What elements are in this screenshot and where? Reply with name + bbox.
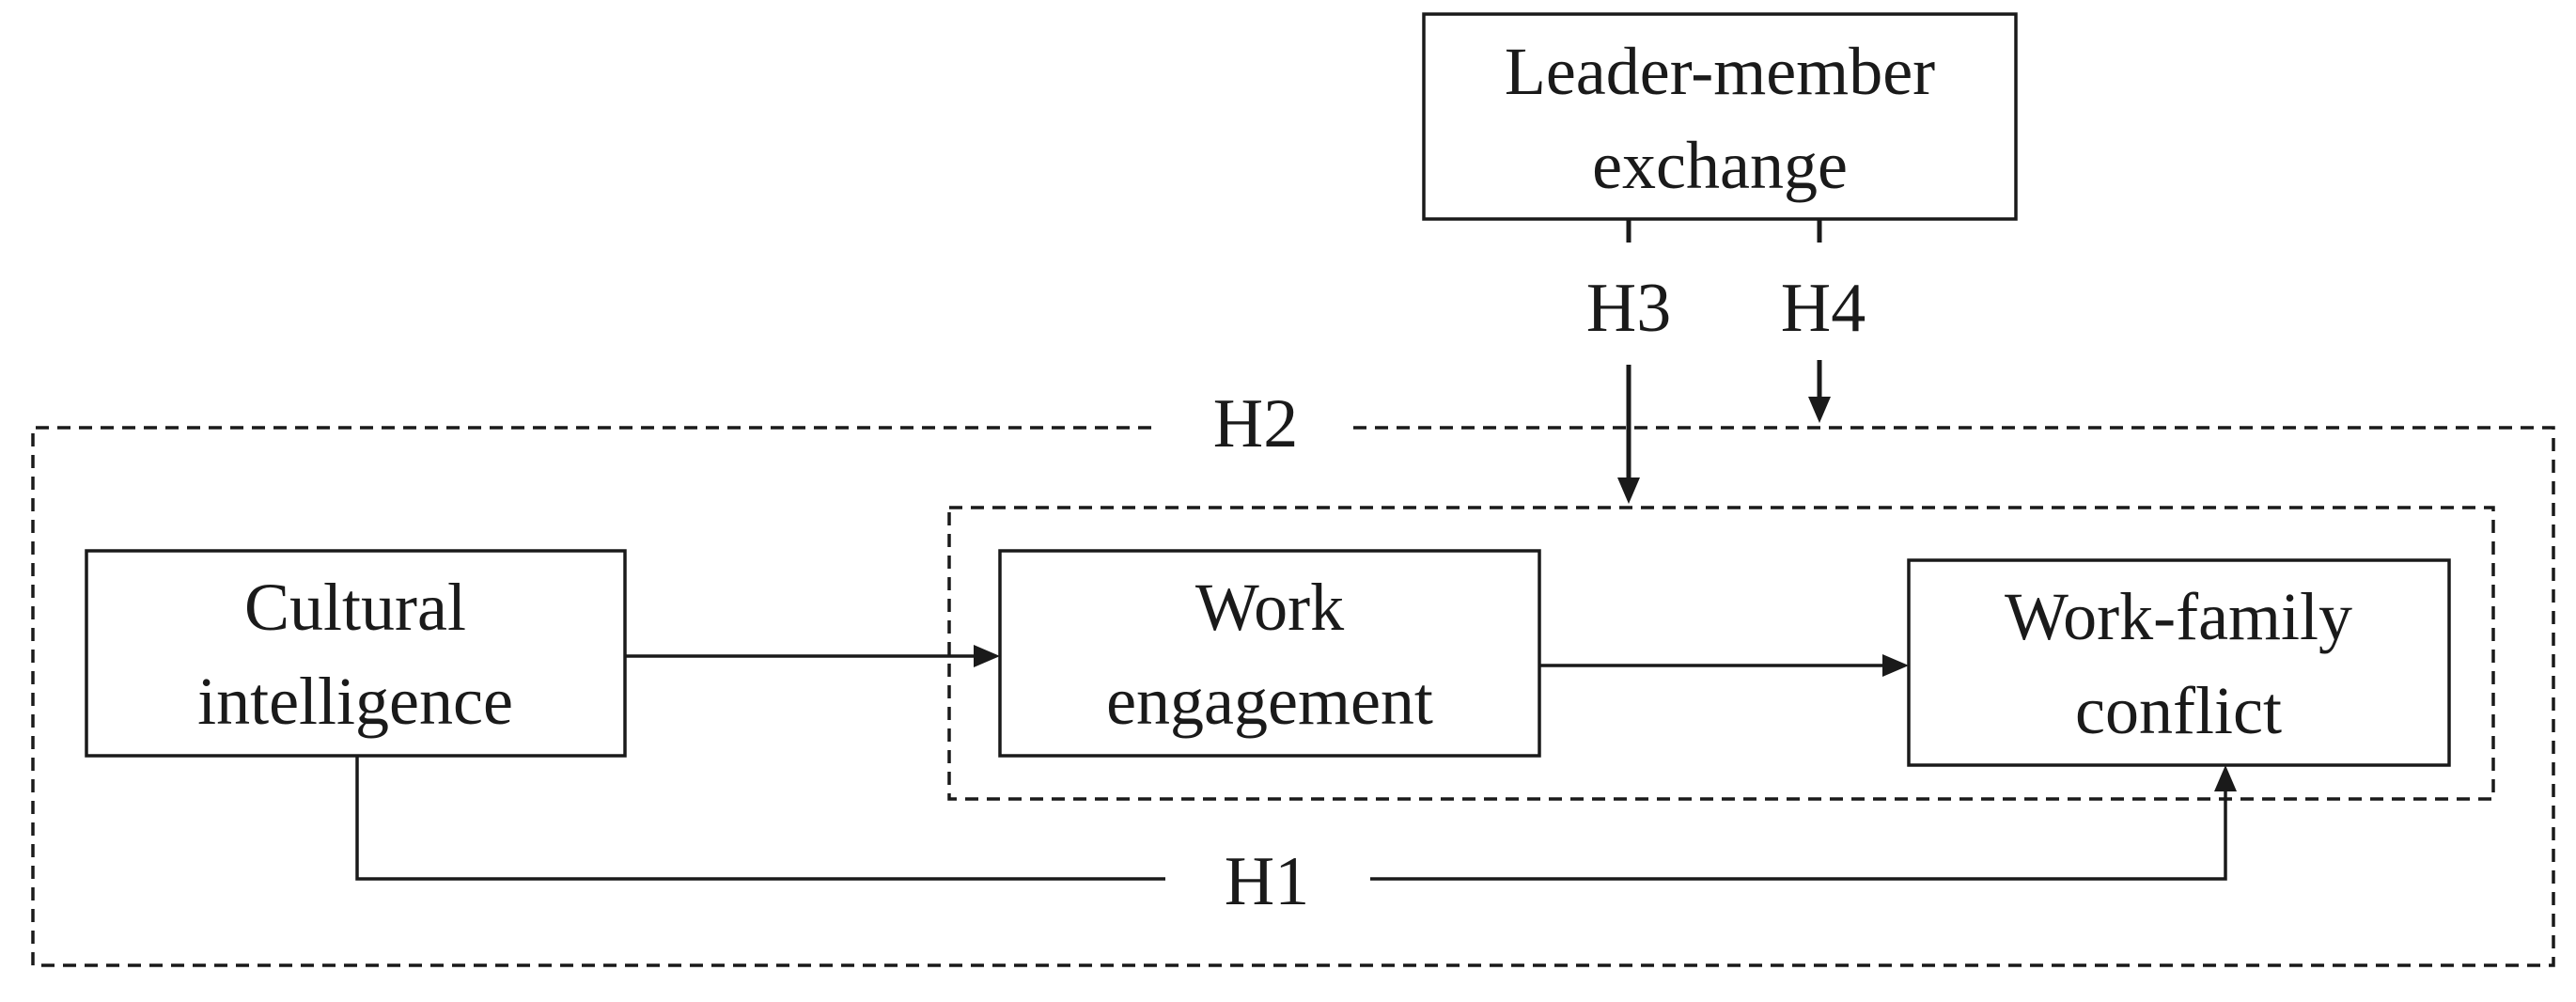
h1-arrow-head	[2214, 765, 2237, 791]
arrow-we-to-wfc-head	[1882, 654, 1909, 677]
lmx-label-line1: Leader-member	[1505, 34, 1935, 109]
ci-label-line2: intelligence	[197, 664, 513, 739]
h2-label-gap	[1158, 404, 1351, 451]
we-label-line1: Work	[1195, 570, 1344, 645]
h4-label: H4	[1781, 270, 1866, 347]
inner-dashed-frame	[947, 506, 2495, 801]
outer-dashed-frame	[31, 426, 2555, 967]
h3-label: H3	[1586, 270, 1671, 347]
h1-label: H1	[1225, 843, 1309, 920]
h2-label: H2	[1213, 385, 1298, 462]
arrow-ci-to-we-head	[974, 645, 1000, 667]
h1-path-left	[355, 756, 1165, 881]
we-label-line2: engagement	[1106, 664, 1433, 739]
leader-member-exchange-box	[1422, 12, 2018, 221]
h3-arrow-head	[1617, 478, 1640, 504]
h4-arrow-head	[1808, 397, 1831, 423]
wfc-label-line2: conflict	[2075, 673, 2282, 748]
ci-label-line1: Cultural	[244, 570, 466, 645]
work-family-conflict-box	[1907, 558, 2451, 767]
h1-path-right	[1370, 788, 2227, 881]
cultural-intelligence-box	[85, 549, 627, 758]
wfc-label-line1: Work-family	[2005, 579, 2352, 654]
lmx-label-line2: exchange	[1592, 128, 1848, 203]
work-engagement-box	[998, 549, 1541, 758]
